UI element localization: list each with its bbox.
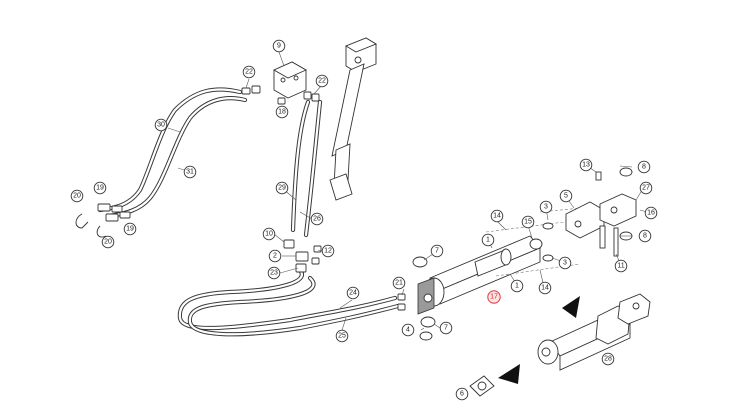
callout-20-bottom[interactable]: 20 (101, 235, 115, 249)
callout-8-top[interactable]: 8 (637, 160, 651, 174)
callout-2-label: 2 (273, 253, 277, 260)
callout-15-label: 15 (524, 219, 532, 226)
callout-29-label: 29 (278, 185, 286, 192)
callout-24[interactable]: 24 (346, 286, 360, 300)
callout-10[interactable]: 10 (262, 227, 276, 241)
callout-18-label: 18 (278, 109, 286, 116)
callout-2[interactable]: 2 (268, 249, 282, 263)
callout-1-top-label: 1 (486, 237, 490, 244)
callout-26-label: 26 (313, 216, 321, 223)
leader-lines (167, 51, 651, 331)
callout-3-top[interactable]: 3 (539, 200, 553, 214)
callout-17-highlighted[interactable]: 17 (487, 290, 501, 304)
callout-20-bottom-label: 20 (104, 239, 112, 246)
callout-19-top[interactable]: 19 (93, 181, 107, 195)
tee-fittings (283, 239, 322, 273)
callout-14-top-label: 14 (493, 213, 501, 220)
callout-12-label: 12 (324, 248, 332, 255)
callout-21-label: 21 (395, 280, 403, 287)
callout-3-bottom-label: 3 (563, 260, 567, 267)
callout-8-bottom-label: 8 (643, 233, 647, 240)
callout-10-label: 10 (265, 231, 273, 238)
callout-1-bottom-label: 1 (515, 283, 519, 290)
callout-9-label: 9 (277, 43, 281, 50)
callout-28[interactable]: 28 (601, 352, 615, 366)
callout-31-label: 31 (186, 169, 194, 176)
callout-5-label: 5 (564, 193, 568, 200)
callout-8-top-label: 8 (642, 164, 646, 171)
callout-1-bottom[interactable]: 1 (510, 279, 524, 293)
quick-couplers (75, 203, 131, 238)
callout-4[interactable]: 4 (401, 323, 415, 337)
callout-14-bottom[interactable]: 14 (538, 281, 552, 295)
callout-22-left-label: 22 (245, 69, 253, 76)
hose-30-31 (97, 87, 248, 219)
hose-29-26 (290, 99, 323, 238)
callout-7-top-label: 7 (435, 248, 439, 255)
callout-7-top[interactable]: 7 (430, 244, 444, 258)
lift-cylinder (329, 37, 378, 201)
hose-24-25 (177, 267, 401, 337)
valve-block (273, 61, 307, 99)
callout-19-bottom-label: 19 (126, 226, 134, 233)
callout-20-top[interactable]: 20 (70, 189, 84, 203)
callout-30[interactable]: 30 (154, 118, 168, 132)
callout-25-label: 25 (338, 333, 346, 340)
callout-23-label: 23 (270, 270, 278, 277)
callout-1-top[interactable]: 1 (481, 233, 495, 247)
callout-19-bottom[interactable]: 19 (123, 222, 137, 236)
callout-6-label: 6 (460, 391, 464, 398)
callout-15[interactable]: 15 (521, 215, 535, 229)
callout-16[interactable]: 16 (644, 206, 658, 220)
callout-28-label: 28 (604, 356, 612, 363)
callout-17-label: 17 (490, 294, 498, 301)
callout-3-top-label: 3 (544, 204, 548, 211)
callout-26[interactable]: 26 (310, 212, 324, 226)
callout-13-label: 13 (582, 162, 590, 169)
callout-3-bottom[interactable]: 3 (558, 256, 572, 270)
callout-22-right-label: 22 (318, 78, 326, 85)
callout-27-label: 27 (642, 185, 650, 192)
main-cylinder (417, 235, 541, 315)
callout-22-right[interactable]: 22 (315, 74, 329, 88)
callout-29[interactable]: 29 (275, 181, 289, 195)
callout-4-label: 4 (406, 327, 410, 334)
callout-16-label: 16 (647, 210, 655, 217)
callout-12[interactable]: 12 (321, 244, 335, 258)
callout-9[interactable]: 9 (272, 39, 286, 53)
callout-25[interactable]: 25 (335, 329, 349, 343)
cylinder-assembly-28 (537, 293, 651, 371)
callout-7-bottom[interactable]: 7 (439, 321, 453, 335)
callouts: 9 22 22 18 30 31 29 26 19 20 19 20 10 2 … (70, 39, 658, 401)
callout-11-label: 11 (617, 263, 624, 270)
callout-14-top[interactable]: 14 (490, 209, 504, 223)
callout-7-bottom-label: 7 (444, 325, 448, 332)
callout-5[interactable]: 5 (559, 189, 573, 203)
callout-20-top-label: 20 (73, 193, 81, 200)
callout-22-left[interactable]: 22 (242, 65, 256, 79)
callout-14-bottom-label: 14 (541, 285, 549, 292)
callout-27[interactable]: 27 (639, 181, 653, 195)
callout-8-bottom[interactable]: 8 (638, 229, 652, 243)
callout-30-label: 30 (157, 122, 165, 129)
callout-21[interactable]: 21 (392, 276, 406, 290)
mount-bracket (529, 167, 637, 262)
callout-19-top-label: 19 (96, 185, 104, 192)
callout-23[interactable]: 23 (267, 266, 281, 280)
callout-31[interactable]: 31 (183, 165, 197, 179)
callout-24-label: 24 (349, 290, 357, 297)
plate-6 (469, 364, 520, 397)
callout-13[interactable]: 13 (579, 158, 593, 172)
bushings (397, 256, 436, 341)
callout-6[interactable]: 6 (455, 387, 469, 401)
callout-18[interactable]: 18 (275, 105, 289, 119)
callout-11[interactable]: 11 (614, 259, 628, 273)
